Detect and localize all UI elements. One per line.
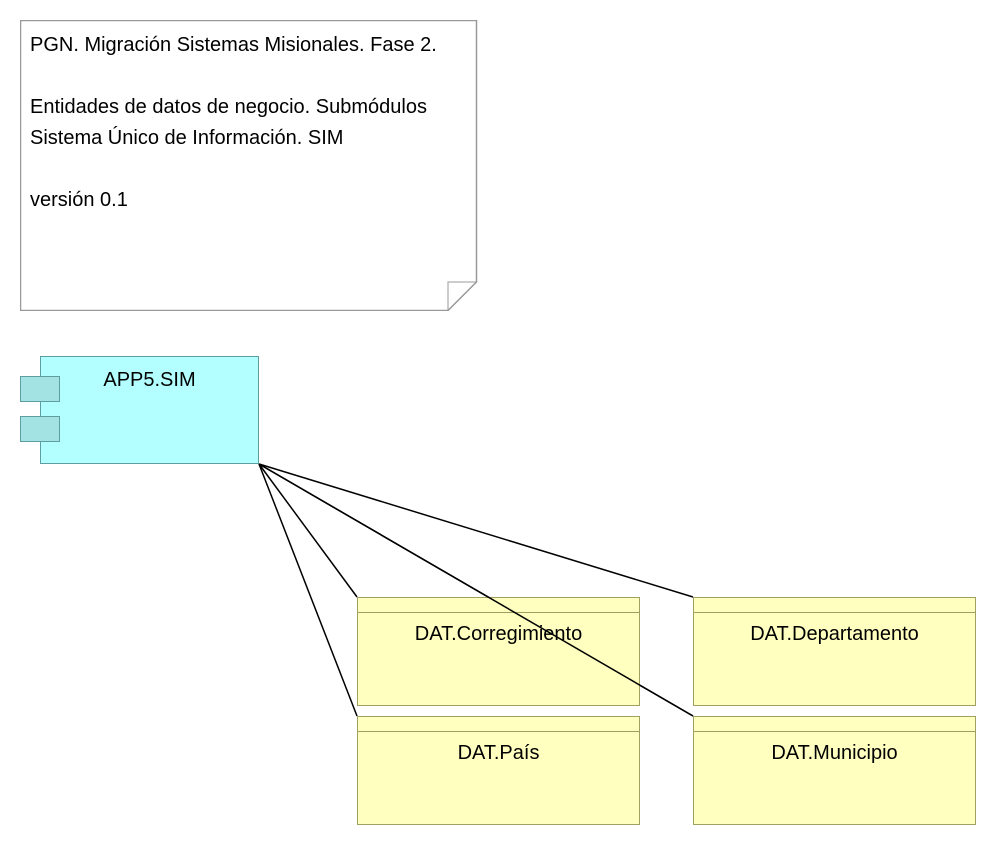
component-tab-icon-top [20,376,60,402]
component-title: APP5.SIM [103,369,196,391]
entity-name: DAT.Departamento [750,623,919,645]
entity-name: DAT.País [457,742,540,764]
entity-corregimiento[interactable]: DAT.Corregimiento [357,597,640,706]
entity-header-bar [358,717,639,732]
entity-header-bar [694,598,975,613]
component-tab-icon-bottom [20,416,60,442]
entity-departamento[interactable]: DAT.Departamento [693,597,976,706]
entity-name: DAT.Municipio [771,742,898,764]
entity-header-bar [694,717,975,732]
note[interactable]: PGN. Migración Sistemas Misionales. Fase… [20,20,478,311]
note-shape [20,20,478,311]
note-version: versión 0.1 [30,189,128,211]
entity-municipio[interactable]: DAT.Municipio [693,716,976,825]
component-app5-sim[interactable]: APP5.SIM [40,356,259,464]
connector-to-pais [258,463,358,717]
entity-header-bar [358,598,639,613]
note-title: PGN. Migración Sistemas Misionales. Fase… [30,34,437,56]
entity-pais[interactable]: DAT.País [357,716,640,825]
note-description: Entidades de datos de negocio. Submódulo… [30,96,427,149]
entity-name: DAT.Corregimiento [414,623,583,645]
note-text: PGN. Migración Sistemas Misionales. Fase… [30,30,450,216]
connector-to-departamento [258,463,694,598]
connector-to-corregimiento [258,463,358,598]
